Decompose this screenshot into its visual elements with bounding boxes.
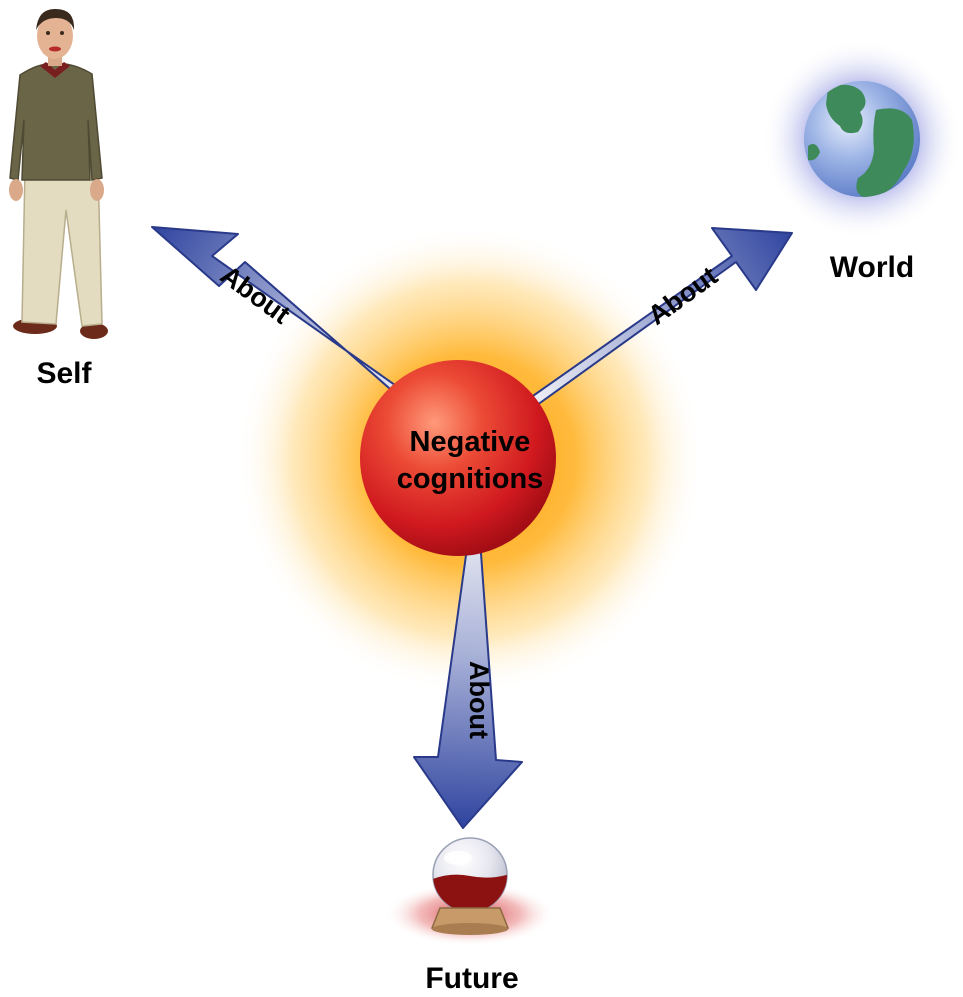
crystal-ball-icon <box>385 837 555 946</box>
person-icon <box>9 8 108 339</box>
world-label: World <box>830 251 914 284</box>
arrow-label-future: About <box>464 661 494 739</box>
center-sphere <box>360 360 556 556</box>
arrow-label-world: About <box>642 261 723 331</box>
arrow-to-future: About <box>413 511 523 829</box>
self-label: Self <box>36 357 92 390</box>
center-label-line1: Negative <box>410 426 531 458</box>
future-label: Future <box>425 962 518 995</box>
globe-icon <box>762 39 962 239</box>
center-label-line2: cognitions <box>397 463 544 495</box>
